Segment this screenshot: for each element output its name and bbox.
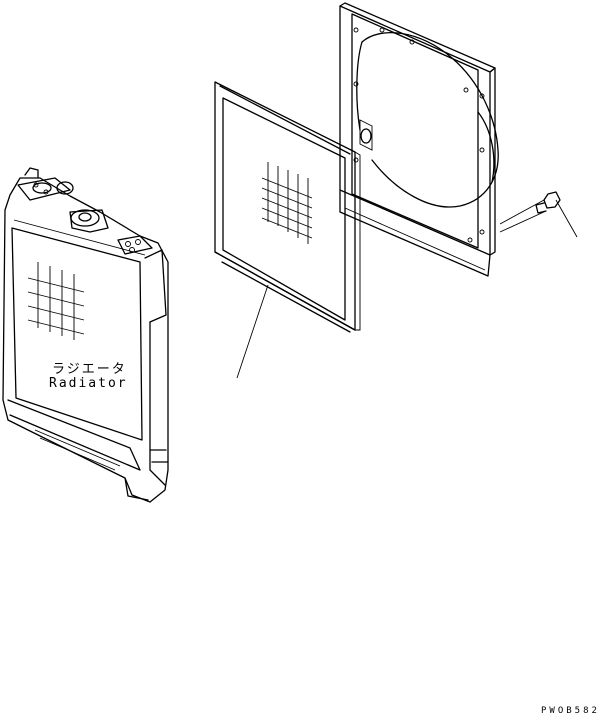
drawing-code: PWOB582 [541, 706, 600, 716]
seal-frame [214, 81, 361, 379]
bolt [499, 191, 578, 238]
radiator-label-english: Radiator [49, 376, 128, 391]
fan-shroud [339, 2, 499, 277]
radiator [2, 167, 169, 503]
radiator-label-japanese: ラジエータ [52, 362, 127, 377]
